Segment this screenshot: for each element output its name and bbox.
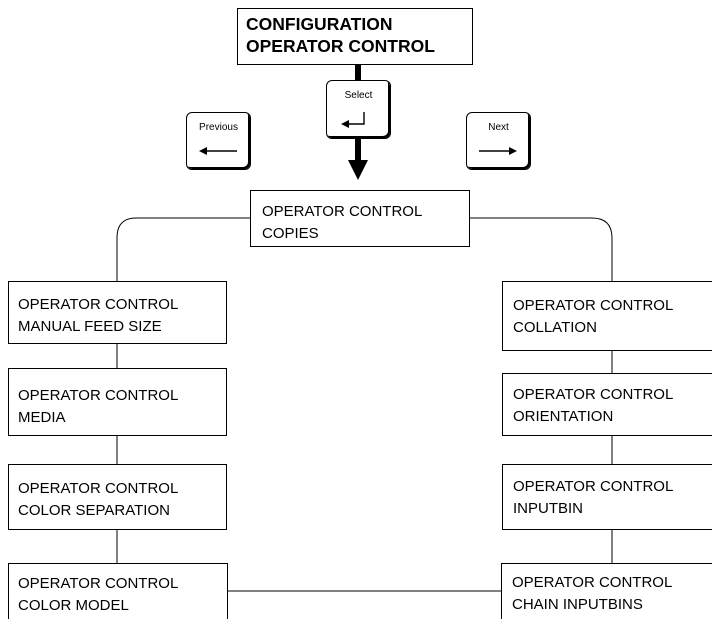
left-branch-line (116, 217, 250, 281)
next-key[interactable]: Next (466, 112, 531, 170)
node-line-1: OPERATOR CONTROL (18, 575, 179, 592)
node-copies[interactable]: OPERATOR CONTROL COPIES (250, 190, 470, 247)
node-line-2: INPUTBIN (513, 500, 584, 517)
node-line-2: COLOR SEPARATION (18, 502, 170, 519)
node-media[interactable]: OPERATOR CONTROL MEDIA (8, 368, 227, 436)
next-key-label: Next (488, 122, 509, 133)
node-line-1: OPERATOR CONTROL (18, 480, 179, 497)
node-collation[interactable]: OPERATOR CONTROL COLLATION (502, 281, 712, 351)
node-line-1: OPERATOR CONTROL (262, 203, 423, 220)
right-branch-line (470, 217, 613, 281)
node-line-2: COLOR MODEL (18, 597, 129, 614)
node-line-2: MEDIA (18, 409, 66, 426)
node-line-2: COLLATION (513, 319, 597, 336)
node-line-2: CHAIN INPUTBINS (512, 596, 643, 613)
node-manual-feed-size[interactable]: OPERATOR CONTROL MANUAL FEED SIZE (8, 281, 227, 344)
node-line-2: MANUAL FEED SIZE (18, 318, 162, 335)
title-line-2: OPERATOR CONTROL (246, 36, 435, 56)
previous-key[interactable]: Previous (186, 112, 251, 170)
node-color-model[interactable]: OPERATOR CONTROL COLOR MODEL (8, 563, 228, 619)
node-line-1: OPERATOR CONTROL (18, 387, 179, 404)
node-line-1: OPERATOR CONTROL (513, 297, 674, 314)
enter-arrow-icon (341, 112, 365, 128)
select-key-label: Select (344, 90, 373, 101)
node-line-1: OPERATOR CONTROL (513, 478, 674, 495)
node-line-1: OPERATOR CONTROL (512, 574, 673, 591)
node-orientation[interactable]: OPERATOR CONTROL ORIENTATION (502, 373, 712, 436)
previous-key-label: Previous (199, 122, 238, 133)
node-inputbin[interactable]: OPERATOR CONTROL INPUTBIN (502, 464, 712, 530)
title-line-1: CONFIGURATION (246, 14, 393, 34)
right-arrow-icon (479, 147, 517, 155)
config-title-box: CONFIGURATION OPERATOR CONTROL (237, 8, 473, 65)
select-arrow-head (348, 160, 368, 180)
node-color-separation[interactable]: OPERATOR CONTROL COLOR SEPARATION (8, 464, 227, 530)
node-line-1: OPERATOR CONTROL (513, 386, 674, 403)
left-arrow-icon (199, 147, 237, 155)
node-line-2: ORIENTATION (513, 408, 614, 425)
node-line-1: OPERATOR CONTROL (18, 296, 179, 313)
node-line-2: COPIES (262, 225, 319, 242)
select-key[interactable]: Select (326, 80, 391, 139)
node-chain-inputbins[interactable]: OPERATOR CONTROL CHAIN INPUTBINS (501, 563, 712, 619)
